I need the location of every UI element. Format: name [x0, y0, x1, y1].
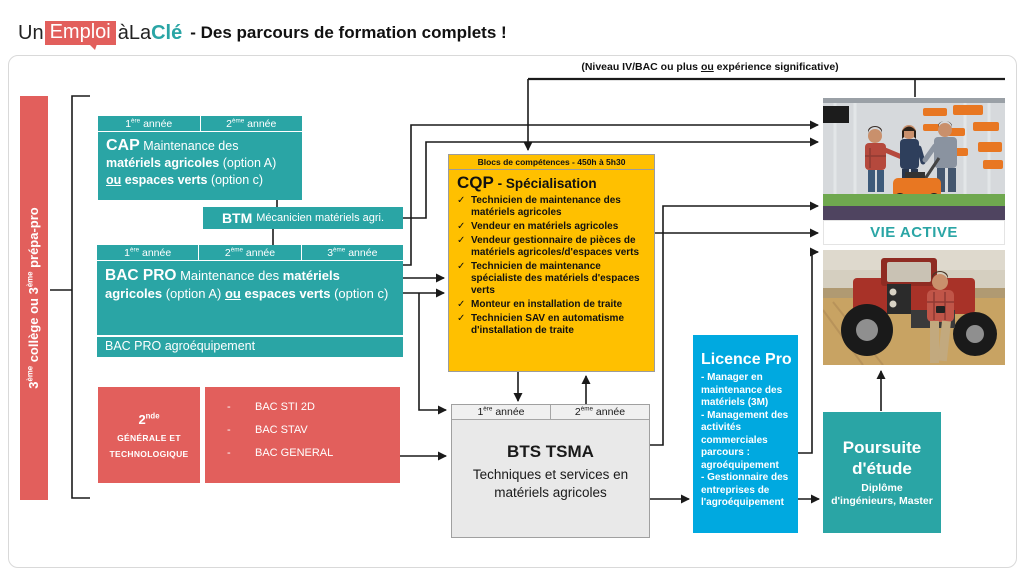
vie-active-band: VIE ACTIVE — [823, 220, 1005, 245]
btm-box: BTM Mécanicien matériels agri. — [203, 207, 403, 229]
bacpro-year-header: 1ère année 2ème année 3ème année — [97, 245, 403, 261]
cqp-box: Blocs de compétences - 450h à 5h30 CQP -… — [448, 154, 655, 372]
seconde-line2: GÉNÉRALE ET — [117, 432, 181, 443]
logo-alacle: àLa — [117, 21, 152, 44]
bts-subtitle: Techniques et services en matériels agri… — [472, 467, 629, 500]
btm-label: Mécanicien matériels agri. — [256, 212, 385, 224]
logo-emploi-bubble: Emploi — [44, 21, 116, 50]
bac-list-item: -BAC STAV — [227, 424, 308, 436]
cqp-item: ✓Vendeur en matériels agricoles — [457, 221, 619, 232]
page-title: - Des parcours de formation complets ! — [190, 23, 507, 42]
check-icon: ✓ — [457, 235, 466, 246]
check-icon: ✓ — [457, 221, 466, 232]
bts-year-1: 1ère année — [477, 405, 525, 418]
workshop-photo-illustration — [823, 98, 1005, 220]
level-bar-label: 3ème collège ou 3ème prépa-pro — [25, 207, 41, 389]
niveau-note: (Niveau IV/BAC ou plus ou expérience sig… — [581, 61, 839, 73]
check-icon: ✓ — [457, 195, 466, 206]
cap-box: 1ère année 2ème année CAP Maintenance de… — [98, 116, 302, 200]
cqp-list: ✓Technicien de maintenance des matériels… — [457, 195, 650, 337]
bts-year-2: 2ème année — [550, 405, 649, 419]
vie-active-photo — [823, 98, 1005, 220]
licence-pro-item: - Manager en maintenance des matériels (… — [701, 372, 783, 408]
vie-active-label: VIE ACTIVE — [870, 224, 958, 241]
tractor-photo-illustration — [823, 250, 1005, 365]
seconde-box: 2nde GÉNÉRALE ET TECHNOLOGIQUE — [98, 387, 200, 483]
bac-list-box: -BAC STI 2D -BAC STAV -BAC GENERAL — [205, 387, 400, 483]
logo-cle: Clé — [151, 21, 183, 44]
licence-pro-box: Licence Pro - Manager en maintenance des… — [693, 335, 798, 533]
licence-pro-item: - Management des activités commerciales … — [701, 409, 789, 471]
bacpro-year-3: 3ème année — [300, 245, 403, 260]
bts-year-header: 1ère année 2ème année — [452, 405, 649, 420]
bac-list-item: -BAC GENERAL — [227, 447, 334, 459]
poursuite-title: Poursuite d'étude — [842, 438, 922, 478]
cqp-item: ✓Technicien de maintenance des matériels… — [457, 195, 621, 218]
cap-year-header: 1ère année 2ème année — [98, 116, 302, 132]
cqp-item: ✓Monteur en installation de traite — [457, 299, 623, 310]
cap-year-2: 2ème année — [199, 116, 303, 131]
cap-year-1: 1ère année — [125, 117, 173, 130]
seconde-title: 2nde — [138, 411, 160, 427]
seconde-line3: TECHNOLOGIQUE — [109, 448, 189, 459]
bts-acronym: BTS TSMA — [507, 442, 594, 461]
check-icon: ✓ — [457, 261, 466, 272]
bacpro-year-2: 2ème année — [198, 245, 300, 260]
cqp-title: CQP - Spécialisation — [457, 173, 597, 192]
bacpro-label: BAC PRO Maintenance des matériels agrico… — [105, 267, 389, 301]
logo-un: Un — [18, 21, 44, 44]
tractor-photo — [823, 250, 1005, 365]
bacpro-box: 1ère année 2ème année 3ème année BAC PRO… — [97, 245, 403, 357]
cqp-item: ✓Technicien de maintenance spécialiste d… — [457, 261, 640, 296]
bts-label: BTS TSMA Techniques et services en matér… — [452, 420, 649, 502]
cap-label: CAP Maintenance des matériels agricoles … — [106, 137, 277, 187]
level-bar-3eme: 3ème collège ou 3ème prépa-pro — [20, 96, 48, 500]
btm-acronym: BTM — [221, 210, 253, 226]
licence-pro-title: Licence Pro — [701, 351, 792, 368]
check-icon: ✓ — [457, 313, 466, 324]
cqp-item: ✓Vendeur gestionnaire de pièces de matér… — [457, 235, 640, 258]
cqp-item: ✓Technicien SAV en automatisme d'install… — [457, 313, 625, 336]
poursuite-box: Poursuite d'étude Diplôme d'ingénieurs, … — [823, 412, 941, 533]
bacpro-agro-label: BAC PRO agroéquipement — [97, 335, 403, 357]
check-icon: ✓ — [457, 299, 466, 310]
bacpro-year-1: 1ère année — [124, 246, 172, 259]
bts-box: 1ère année 2ème année BTS TSMA Technique… — [451, 404, 650, 538]
cqp-header: Blocs de compétences - 450h à 5h30 — [449, 155, 654, 170]
poursuite-subtitle: Diplôme d'ingénieurs, Master — [831, 482, 933, 507]
licence-pro-item: - Gestionnaire des entreprises de l'agro… — [701, 472, 789, 508]
bac-list-item: -BAC STI 2D — [227, 401, 315, 413]
